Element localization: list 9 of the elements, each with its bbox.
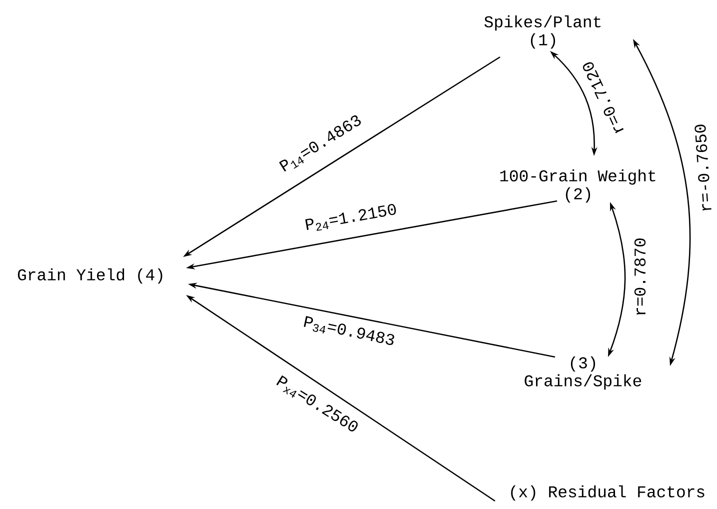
variable-label: (x) Residual Factors (511, 485, 704, 501)
variable-label: Spikes/Plant (1) (484, 15, 600, 49)
edge-label: P$_{24}$=1.2150 (302, 202, 400, 234)
variable-label: 100-Grain Weight (2) (500, 169, 656, 203)
variable-label: (3) Grains/Spike (524, 356, 642, 390)
edge-label: r=0.7870 (633, 236, 647, 318)
variable-label: Grain Yield (4) (18, 268, 162, 284)
edge-label: P$_{34}$=0.9483 (300, 314, 398, 350)
edge-label: r=-0.7650 (693, 122, 713, 214)
